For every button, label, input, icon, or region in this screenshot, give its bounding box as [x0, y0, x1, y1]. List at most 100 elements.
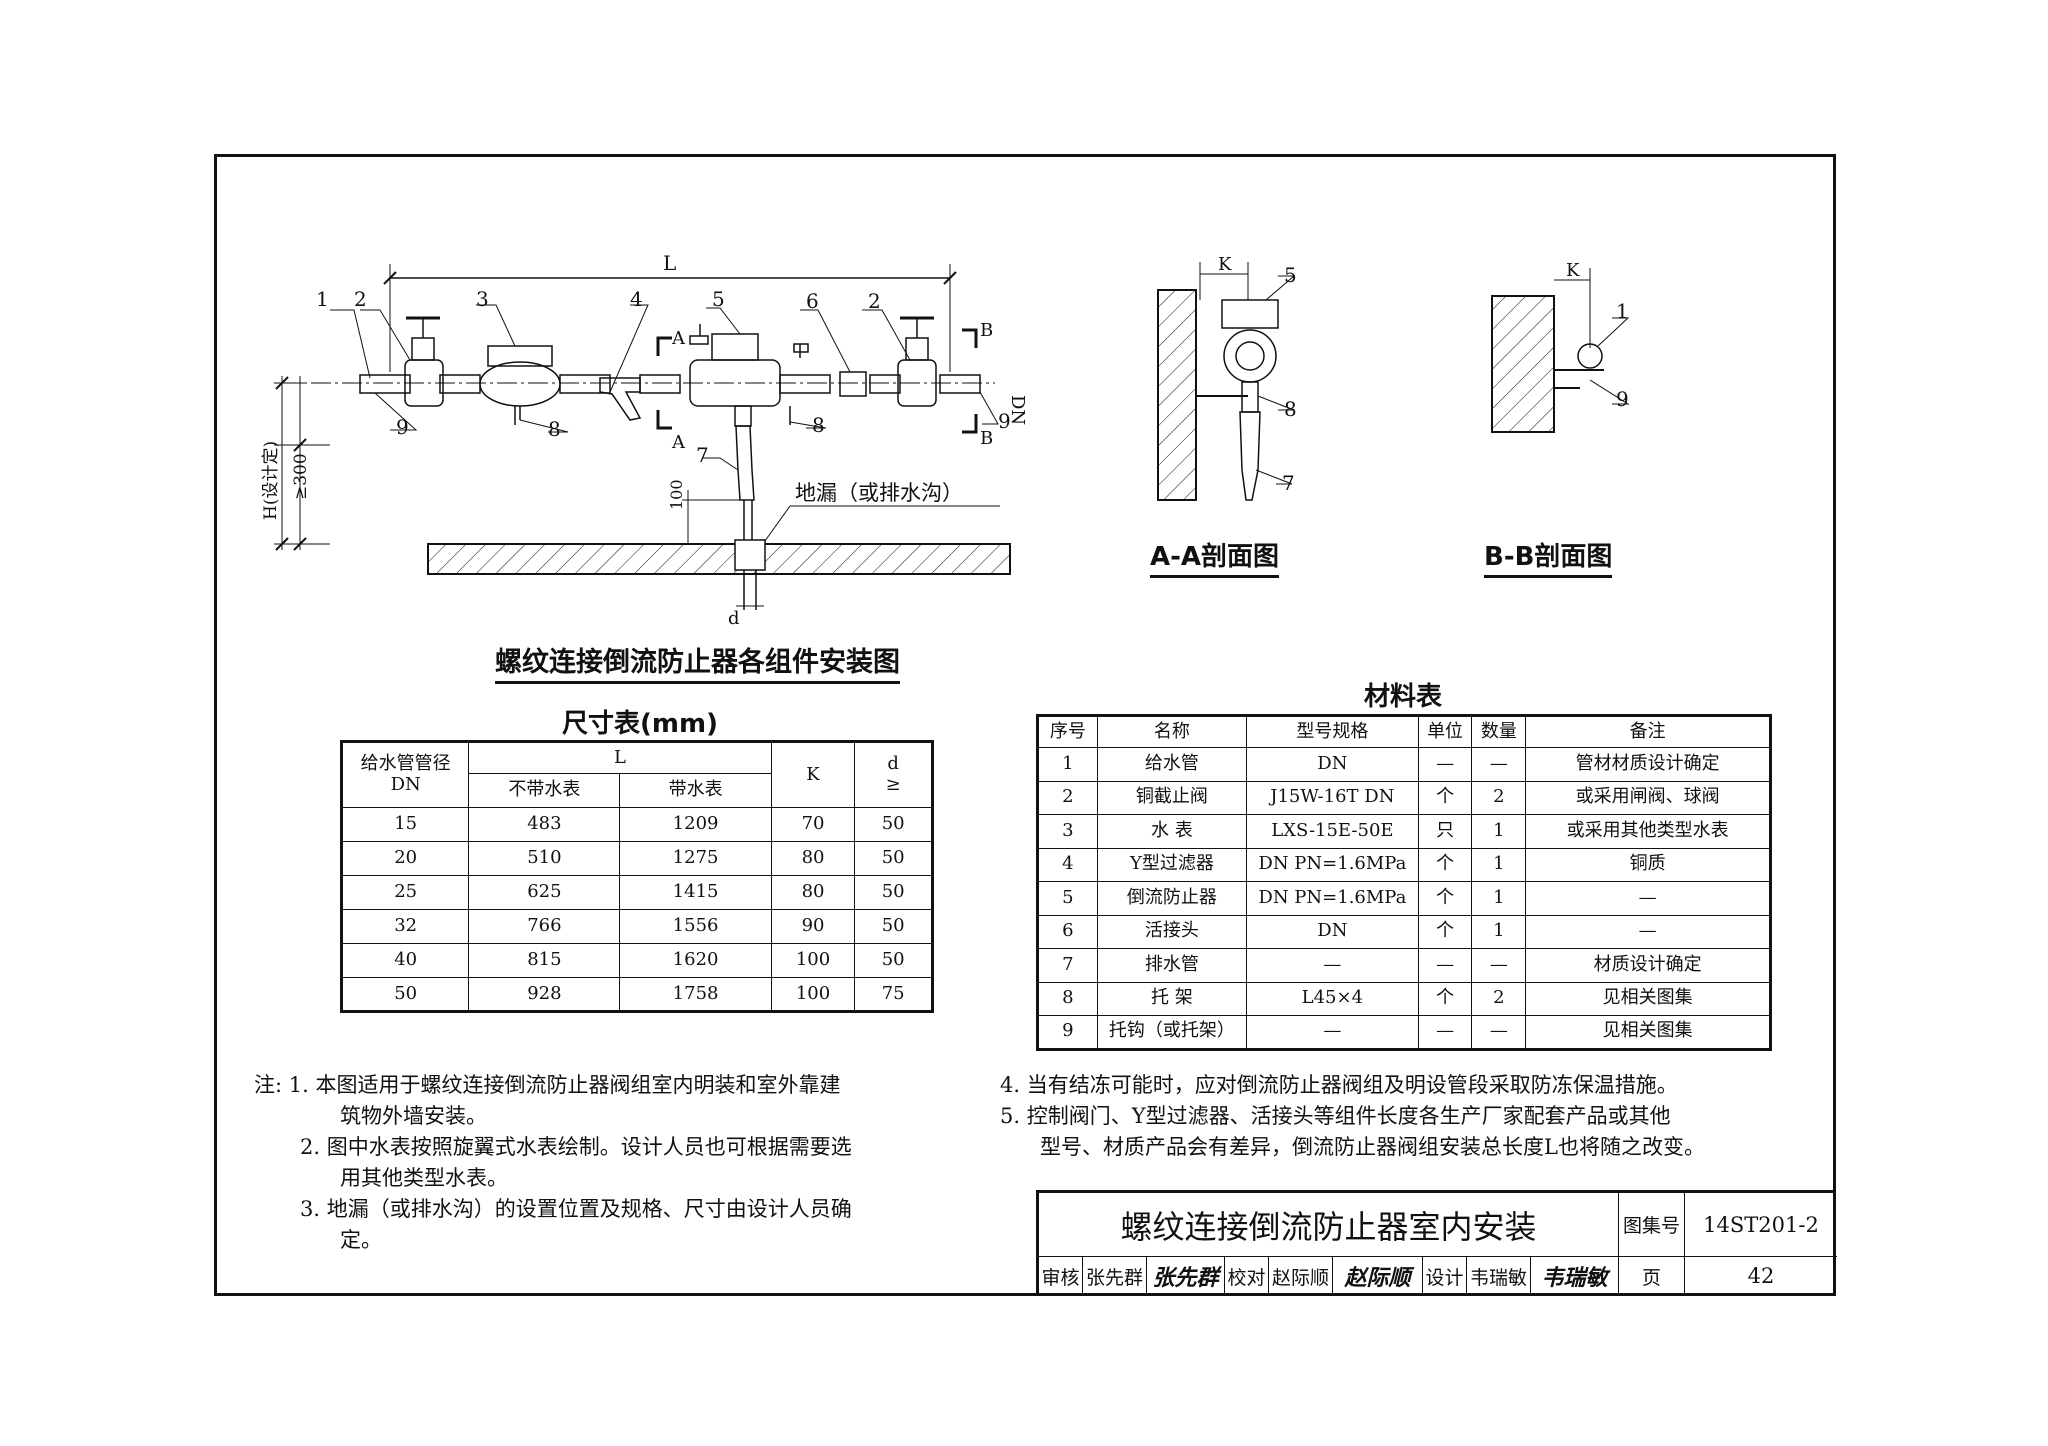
table-cell: 个 — [1417, 780, 1473, 815]
atlas-label: 图集号 — [1619, 1193, 1685, 1257]
table-cell: 8 — [1037, 981, 1098, 1016]
section-aa-part-5: 5 — [1284, 263, 1297, 287]
part-6: 6 — [806, 289, 819, 313]
table-cell: 个 — [1417, 981, 1473, 1016]
table-cell: 给水管 — [1096, 747, 1248, 782]
column-header: 序号 — [1037, 715, 1098, 748]
table-cell: 1 — [1471, 914, 1527, 949]
table-cell: 5 — [1037, 881, 1098, 916]
table-cell: 活接头 — [1096, 914, 1248, 949]
table-cell: 50 — [854, 875, 933, 910]
part-5: 5 — [712, 287, 725, 311]
table-cell: 625 — [468, 875, 621, 910]
notes-prefix: 注: — [254, 1073, 283, 1097]
dim-DN-label: DN — [1007, 395, 1028, 425]
table-cell: DN — [1246, 914, 1419, 949]
table-cell: DN PN=1.6MPa — [1246, 847, 1419, 882]
dim-100-label: 100 — [667, 479, 686, 510]
table-cell: 或采用其他类型水表 — [1525, 814, 1771, 849]
note-2-line-2: 用其他类型水表。 — [340, 1166, 508, 1190]
table-cell: 7 — [1037, 948, 1098, 983]
table-cell: 1 — [1471, 847, 1527, 882]
dim-d-label: d — [728, 608, 740, 629]
table-cell: Y型过滤器 — [1096, 847, 1248, 882]
part-3: 3 — [476, 287, 489, 311]
table-cell: 928 — [468, 977, 621, 1012]
table-cell: — — [1471, 1015, 1527, 1050]
check-label: 校对 — [1225, 1257, 1269, 1295]
part-2: 2 — [354, 287, 367, 311]
table-cell: — — [1246, 948, 1419, 983]
column-header: 型号规格 — [1246, 715, 1419, 748]
section-aa-part-7: 7 — [1282, 471, 1295, 495]
floor-slab — [427, 539, 1011, 610]
table-cell: 1 — [1471, 881, 1527, 916]
table-cell: 50 — [340, 977, 470, 1012]
table-cell: 25 — [340, 875, 470, 910]
table-cell: 托 架 — [1096, 981, 1248, 1016]
table-cell: 铜质 — [1525, 847, 1771, 882]
review-label: 审核 — [1039, 1257, 1083, 1295]
part-9b: 9 — [998, 409, 1011, 433]
section-aa-drawing — [1157, 262, 1296, 501]
designer-signature: 韦瑞敏 — [1531, 1257, 1619, 1295]
table-cell: 100 — [770, 977, 856, 1012]
dimension-header-d: d≥ — [854, 741, 933, 808]
table-cell: 70 — [770, 807, 856, 842]
table-cell: 80 — [770, 841, 856, 876]
note-1-line-1: 1. 本图适用于螺纹连接倒流防止器阀组室内明装和室外靠建 — [288, 1073, 841, 1097]
table-cell: 1415 — [619, 875, 772, 910]
table-cell: 40 — [340, 943, 470, 978]
note-3-line-1: 3. 地漏（或排水沟）的设置位置及规格、尺寸由设计人员确 — [300, 1197, 852, 1221]
table-cell: 托钩（或托架） — [1096, 1015, 1248, 1050]
table-cell: 15 — [340, 807, 470, 842]
table-cell: 1 — [1037, 747, 1098, 782]
reviewer-signature: 张先群 — [1147, 1257, 1225, 1295]
dim-300-label: ≥300 — [291, 453, 311, 500]
note-1-line-2: 筑物外墙安装。 — [340, 1104, 487, 1128]
table-cell: 个 — [1417, 847, 1473, 882]
part-8b: 8 — [812, 413, 825, 437]
section-bb-title: B-B剖面图 — [1484, 536, 1613, 578]
design-label: 设计 — [1423, 1257, 1467, 1295]
dimension-header-L: L — [468, 741, 772, 774]
checker-signature: 赵际顺 — [1333, 1257, 1423, 1295]
note-4-line-1: 4. 当有结冻可能时，应对倒流防止器阀组及明设管段采取防冻保温措施。 — [1000, 1073, 1678, 1097]
table-cell: 3 — [1037, 814, 1098, 849]
checker-name: 赵际顺 — [1269, 1257, 1333, 1295]
notes-right: 4. 当有结冻可能时，应对倒流防止器阀组及明设管段采取防冻保温措施。 5. 控制… — [1000, 1070, 1705, 1163]
column-header: 单位 — [1417, 715, 1473, 748]
table-cell: 2 — [1471, 981, 1527, 1016]
table-cell: 2 — [1471, 780, 1527, 815]
table-cell: 9 — [1037, 1015, 1098, 1050]
part-leaders — [330, 304, 999, 471]
part-1: 1 — [316, 287, 329, 311]
section-bb-part-1: 1 — [1616, 299, 1629, 323]
table-cell: — — [1417, 948, 1473, 983]
material-table-title: 材料表 — [1364, 682, 1443, 712]
table-cell: 32 — [340, 909, 470, 944]
note-2-line-1: 2. 图中水表按照旋翼式水表绘制。设计人员也可根据需要选 — [300, 1135, 852, 1159]
section-bb-drawing — [1491, 268, 1630, 433]
table-cell: 483 — [468, 807, 621, 842]
table-cell: — — [1246, 1015, 1419, 1050]
table-cell: LXS-15E-50E — [1246, 814, 1419, 849]
part-2b: 2 — [868, 289, 881, 313]
table-cell: 20 — [340, 841, 470, 876]
table-cell: J15W-16T DN — [1246, 780, 1419, 815]
section-mark-b1: B — [980, 320, 993, 341]
table-cell: 水 表 — [1096, 814, 1248, 849]
reviewer-name: 张先群 — [1083, 1257, 1147, 1295]
table-cell: 个 — [1417, 881, 1473, 916]
table-cell: 6 — [1037, 914, 1098, 949]
page-number: 42 — [1747, 1264, 1775, 1288]
